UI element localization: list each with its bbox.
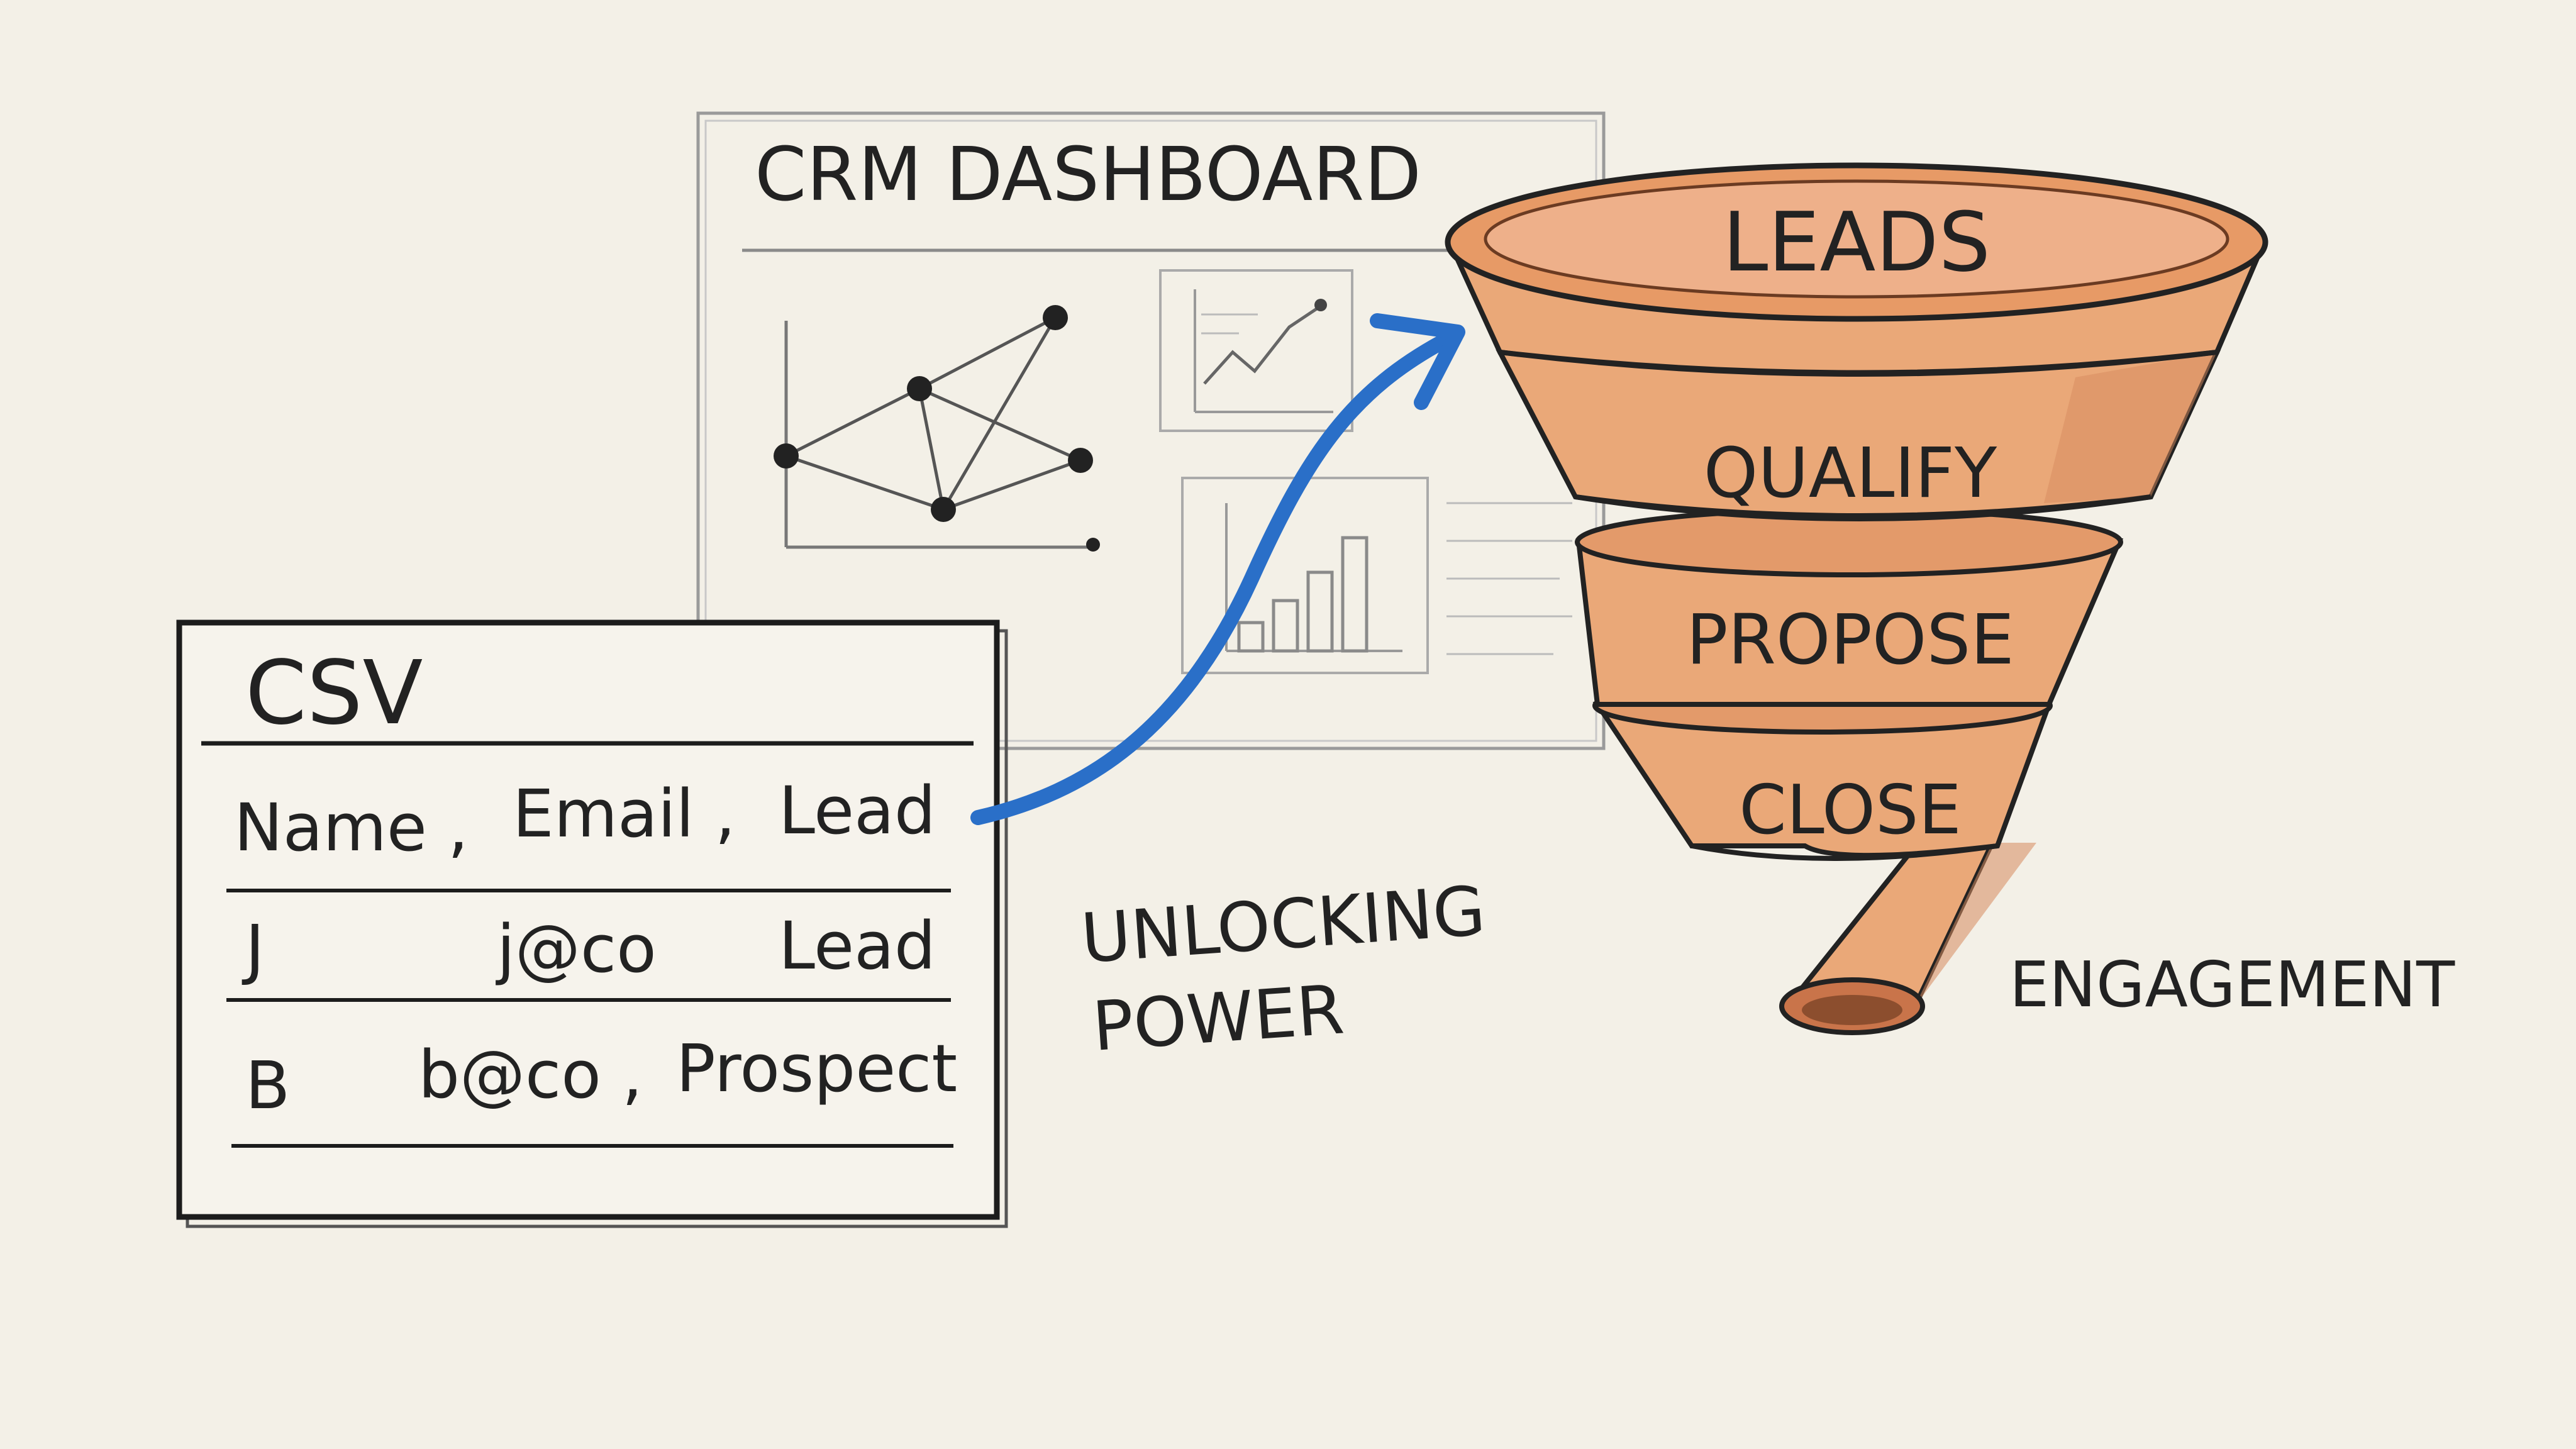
funnel-side-label: ENGAGEMENT [2009,948,2455,1021]
caption: UNLOCKING POWER [1079,872,1488,1067]
csv-cell-status: Lead [779,908,936,984]
funnel-stage-close: CLOSE [1739,771,1962,850]
csv-title: CSV [245,642,423,745]
bar-chart-icon [1181,477,1572,674]
crm-dashboard: CRM DASHBOARD [696,111,1606,750]
line-chart-icon [1159,269,1353,432]
funnel-stage-leads: LEADS [1723,194,1990,290]
arrow-head-icon [1370,313,1465,410]
csv-cell-email: b@co , [418,1036,643,1113]
funnel-stage-qualify: QUALIFY [1704,433,1997,513]
csv-card-frame [176,619,1000,1220]
sales-funnel: LEADS QUALIFY PROPOSE CLOSE [1445,162,2268,1035]
csv-card: CSV Name , Email , Lead J j@co Lead B b@… [176,619,1008,1228]
csv-cell-lead-header: Lead [779,772,936,849]
csv-cell-status: Prospect [676,1030,957,1107]
funnel-stage-propose: PROPOSE [1686,599,2014,680]
csv-cell-email-header: Email , [513,775,736,852]
csv-cell-email: j@co [496,911,657,987]
network-graph-icon [774,305,1100,552]
funnel-mouth [1484,179,2229,299]
caption-line-1: UNLOCKING [1079,872,1488,979]
arrow-shaft [970,332,1454,825]
csv-cell-name: B [245,1047,290,1124]
import-arrow [970,313,1465,825]
csv-cell-name-header: Name , [234,789,469,866]
csv-cell-name: J [242,911,265,987]
caption-line-2: POWER [1090,970,1346,1067]
dashboard-title: CRM DASHBOARD [755,131,1421,218]
